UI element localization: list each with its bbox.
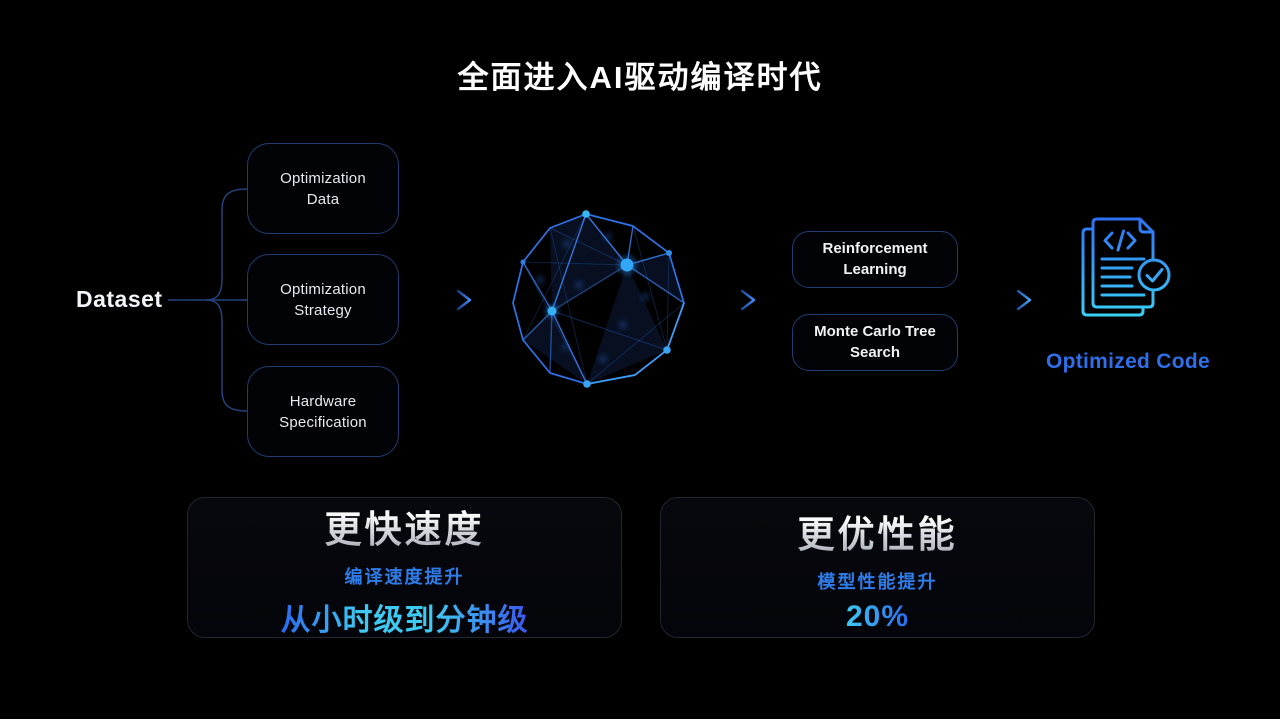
method-box-monte-carlo-tree-search: Monte Carlo Tree Search	[792, 314, 958, 371]
check-icon	[1145, 268, 1164, 283]
input-box-label: Optimization Strategy	[280, 280, 366, 319]
stat-card-subtitle: 编译速度提升	[344, 566, 465, 587]
input-box-optimization-strategy: Optimization Strategy	[247, 254, 399, 345]
stat-card-title: 更优性能	[798, 504, 958, 558]
bracket-connector	[168, 188, 248, 412]
check-circle	[1137, 258, 1171, 292]
document-code-icon	[1081, 217, 1171, 317]
stat-card-title: 更快速度	[325, 499, 485, 553]
stat-card-value: 从小时级到分钟级	[281, 595, 529, 639]
input-box-label: Hardware Specification	[279, 392, 367, 431]
input-box-hardware-specification: Hardware Specification	[247, 366, 399, 457]
page-title: 全面进入AI驱动编译时代	[457, 60, 823, 95]
method-box-reinforcement-learning: Reinforcement Learning	[792, 231, 958, 288]
arrow-right-icon	[712, 289, 756, 311]
network-sphere-icon	[512, 210, 685, 388]
method-box-label: Monte Carlo Tree Search	[814, 323, 936, 361]
stat-card-performance: 更优性能 模型性能提升 20%	[660, 497, 1095, 638]
dataset-label: Dataset	[76, 286, 163, 312]
arrow-right-icon	[428, 289, 472, 311]
output-label: Optimized Code	[1045, 350, 1211, 373]
method-box-label: Reinforcement Learning	[822, 240, 928, 278]
input-box-label: Optimization Data	[280, 169, 366, 208]
input-box-optimization-data: Optimization Data	[247, 143, 399, 234]
arrow-right-icon	[988, 289, 1032, 311]
stat-card-value: 20%	[845, 599, 910, 633]
code-glyph	[1103, 229, 1137, 252]
stat-card-speed: 更快速度 编译速度提升 从小时级到分钟级	[187, 497, 622, 638]
stat-card-subtitle: 模型性能提升	[817, 571, 938, 592]
